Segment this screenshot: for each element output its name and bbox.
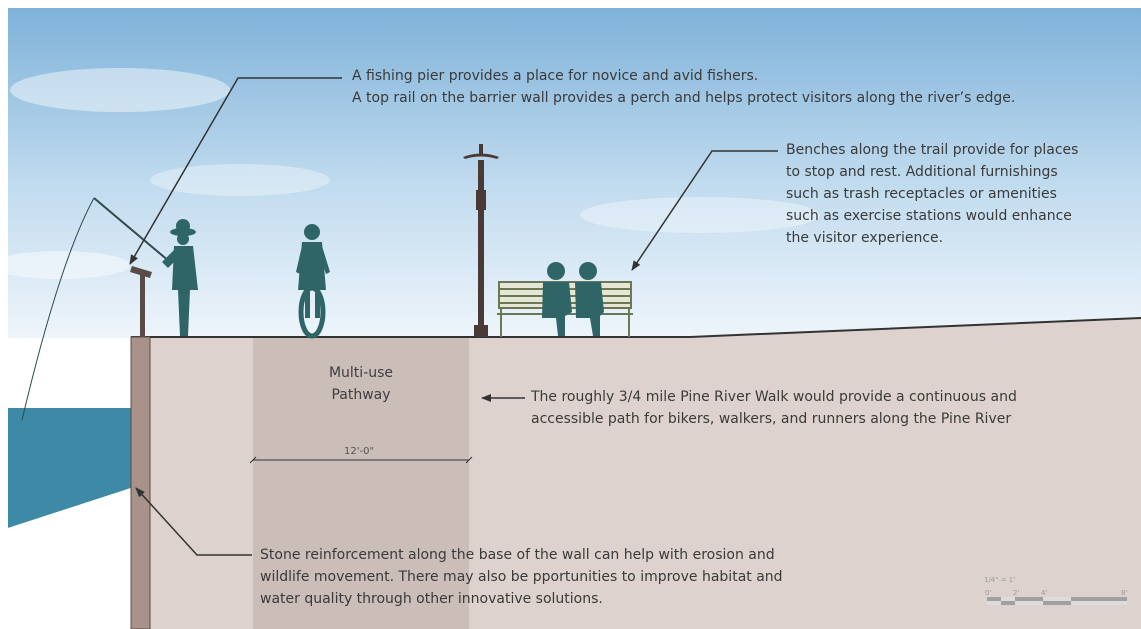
pathway-width-label: 12'-0": [344, 446, 375, 457]
benches-leader-line: [631, 150, 778, 271]
scale-tick-label: 0': [985, 589, 992, 597]
lamp-post-collar: [476, 190, 486, 210]
stone-leader-line: [135, 487, 252, 556]
pathway-label-line2: Pathway: [331, 387, 391, 403]
scale-bar-graphic: [987, 597, 1127, 605]
pier-annotation-line: A top rail on the barrier wall provides …: [352, 90, 1016, 106]
pier-annotation: A fishing pier provides a place for novi…: [352, 65, 1015, 109]
barrier-wall: [130, 336, 151, 629]
scale-ratio: 1/4" = 1': [984, 576, 1016, 584]
top-rail: [130, 266, 152, 278]
cloud: [580, 197, 820, 233]
stone-annotation-line: Stone reinforcement along the base of th…: [260, 547, 775, 563]
scale-tick-label: 8': [1121, 589, 1128, 597]
fishing-line: [21, 197, 95, 421]
stone-annotation-line: water quality through other innovative s…: [260, 591, 603, 607]
lamp-head: [463, 153, 499, 159]
walk-annotation: The roughly 3/4 mile Pine River Walk wou…: [531, 386, 1017, 430]
benches-annotation: Benches along the trail provide for plac…: [786, 139, 1078, 249]
scale-bar: 1/4" = 1' 0' 2' 4' 8': [980, 572, 1130, 622]
seated-people-silhouette: [542, 262, 604, 336]
stone-annotation: Stone reinforcement along the base of th…: [260, 544, 783, 610]
ground-surface-line: [131, 317, 1141, 338]
walk-annotation-line: The roughly 3/4 mile Pine River Walk wou…: [531, 389, 1017, 405]
lamp-post: [478, 160, 484, 337]
cloud: [0, 251, 130, 279]
benches-annotation-line: to stop and rest. Additional furnishings: [786, 164, 1058, 180]
lamp-post-base: [474, 325, 488, 337]
fishing-rod: [93, 197, 171, 263]
pier-annotation-line: A fishing pier provides a place for novi…: [352, 68, 759, 84]
river-bank: [8, 488, 131, 629]
benches-annotation-line: the visitor experience.: [786, 230, 944, 246]
cloud: [150, 164, 330, 196]
scale-tick-label: 2': [1013, 589, 1020, 597]
pier-leader-line: [129, 77, 342, 265]
pathway-label: Multi-use Pathway: [253, 362, 469, 406]
benches-annotation-line: Benches along the trail provide for plac…: [786, 142, 1079, 158]
walk-annotation-line: accessible path for bikers, walkers, and…: [531, 411, 1012, 427]
pathway-band: [253, 337, 469, 629]
cloud: [10, 68, 230, 112]
fisherman-silhouette: [162, 219, 198, 336]
scale-tick-label: 4': [1041, 589, 1048, 597]
cyclist-silhouette: [296, 224, 330, 339]
benches-annotation-line: such as trash receptacles or amenities: [786, 186, 1057, 202]
pathway-label-line1: Multi-use: [328, 365, 394, 381]
stone-annotation-line: wildlife movement. There may also be ppo…: [260, 569, 783, 585]
benches-annotation-line: such as exercise stations would enhance: [786, 208, 1072, 224]
railing-post: [140, 272, 145, 337]
